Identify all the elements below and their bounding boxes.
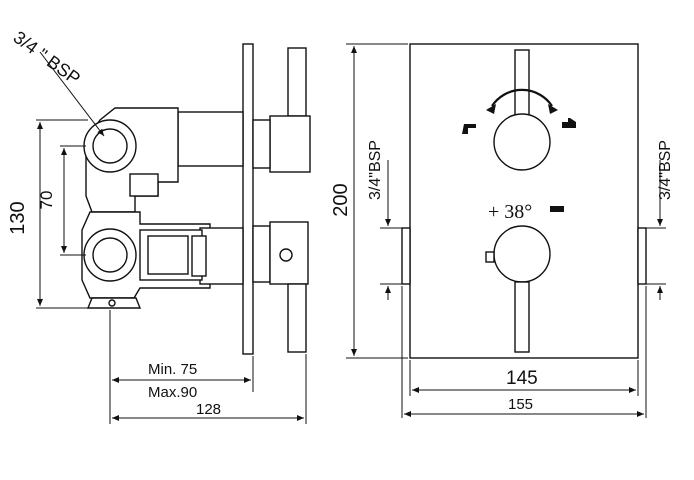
height-front-value: 200	[330, 183, 352, 216]
height-inner-value: 70	[37, 191, 56, 210]
upper-union	[129, 173, 159, 197]
lower-cartridge-nut	[191, 235, 207, 277]
side-view: 3/4 " BSP 130 70 Min. 75 Max.90 128	[7, 27, 311, 424]
upper-handle-stem	[287, 47, 307, 117]
wall-plate-side	[242, 43, 254, 355]
temperature-label: + 38°	[488, 201, 532, 223]
spout-icon	[462, 124, 476, 134]
thermostat-stop-button	[485, 251, 495, 263]
lower-spindle-housing	[199, 227, 244, 285]
max-depth-label: Max.90	[148, 384, 197, 401]
left-thread-label: 3/4"BSP	[367, 140, 384, 200]
rotation-arrow-right-head	[548, 104, 558, 114]
right-thread-label: 3/4"BSP	[657, 140, 674, 200]
width-plate-value: 145	[506, 368, 538, 389]
shower-handset-icon	[562, 118, 576, 128]
thermostat-knob	[493, 225, 551, 283]
diverter-knob	[493, 113, 551, 171]
lower-lever	[514, 281, 530, 353]
upper-lever	[514, 49, 530, 121]
upper-rosette	[252, 119, 271, 169]
lower-handle-screw	[279, 248, 293, 262]
front-view: + 38° 200 3/4"BSP 3/4"BSP 145 155	[330, 43, 674, 418]
height-outer-value: 130	[7, 201, 29, 234]
bottom-outlet-port	[108, 299, 116, 307]
lower-rosette	[252, 225, 271, 283]
rotation-arrow-icon	[491, 88, 553, 107]
thread-label: 3/4 " BSP	[10, 27, 84, 89]
right-flange	[637, 227, 647, 285]
lower-port-inner	[92, 237, 128, 273]
upper-port-inner	[92, 128, 128, 164]
left-flange	[401, 227, 411, 285]
minus-icon	[550, 206, 564, 212]
lower-handle-stem	[287, 283, 307, 353]
lower-cartridge-inner	[147, 235, 189, 275]
width-total-value: 155	[508, 396, 533, 413]
rotation-arrow-left-head	[486, 104, 496, 114]
upper-handle-hub	[269, 115, 311, 173]
total-depth-label: 128	[196, 401, 221, 418]
min-depth-label: Min. 75	[148, 361, 197, 378]
thread-leader-line	[39, 51, 105, 137]
bottom-outlet	[86, 297, 142, 309]
upper-spindle-housing	[177, 111, 244, 167]
lower-handle-hub	[269, 221, 309, 285]
